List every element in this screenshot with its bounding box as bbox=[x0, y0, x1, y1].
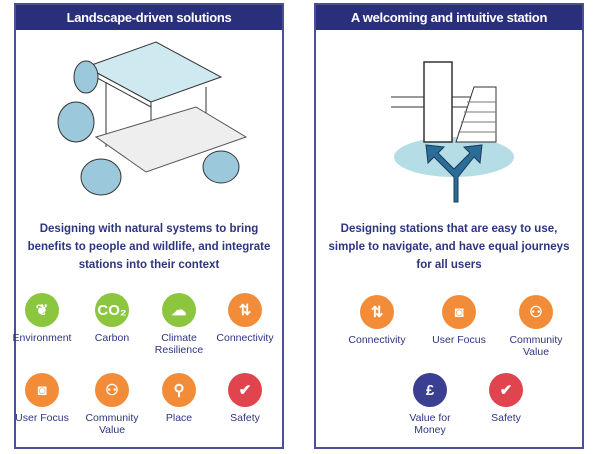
value-label: Carbon bbox=[94, 332, 130, 344]
panel-description: Designing stations that are easy to use,… bbox=[328, 223, 570, 271]
icon-glyph: ⚲ bbox=[173, 382, 185, 399]
pound-icon: £ bbox=[413, 373, 447, 407]
cloud-rain-icon: ☁ bbox=[162, 293, 196, 327]
icon-glyph: ◙ bbox=[37, 381, 47, 399]
station-stairs-illustration bbox=[391, 61, 514, 203]
value-label: User Focus bbox=[15, 412, 69, 424]
value-item-carbon: CO₂ Carbon bbox=[77, 293, 147, 344]
icon-glyph: ◙ bbox=[454, 303, 464, 321]
icon-glyph: £ bbox=[425, 381, 435, 399]
icon-glyph: ✔ bbox=[499, 382, 513, 399]
value-item-environment: ❦ Environment bbox=[7, 293, 77, 344]
icon-glyph: ⚇ bbox=[105, 382, 119, 399]
value-item-safety: ✔ Safety bbox=[210, 373, 280, 424]
panel-title: Landscape-driven solutions bbox=[16, 5, 282, 30]
user-frame-icon: ◙ bbox=[442, 295, 476, 329]
shield-check-icon: ✔ bbox=[489, 373, 523, 407]
value-item-connectivity: ⇅ Connectivity bbox=[342, 295, 412, 346]
train-arrows-icon: ⇅ bbox=[360, 295, 394, 329]
value-item-value-for-money: £ Value for Money bbox=[395, 373, 465, 436]
value-item-place: ⚲ Place bbox=[144, 373, 214, 424]
value-item-climate-resilience: ☁ Climate Resilience bbox=[144, 293, 214, 356]
value-item-community-value: ⚇ Community Value bbox=[77, 373, 147, 436]
value-label: Climate Resilience bbox=[154, 332, 204, 356]
landscape-panel: Landscape-driven solutions Designing wit… bbox=[14, 3, 284, 449]
icon-glyph: ❦ bbox=[35, 302, 49, 319]
panel-title: A welcoming and intuitive station bbox=[316, 5, 582, 30]
value-label: Place bbox=[165, 412, 193, 424]
station-panel: A welcoming and intuitive station Design… bbox=[314, 3, 584, 449]
value-label: Community Value bbox=[509, 334, 563, 358]
community-icon: ⚇ bbox=[95, 373, 129, 407]
value-label: Connectivity bbox=[216, 332, 274, 344]
value-label: User Focus bbox=[432, 334, 486, 346]
value-item-safety: ✔ Safety bbox=[471, 373, 541, 424]
panel-description: Designing with natural systems to bring … bbox=[27, 223, 271, 271]
value-item-user-focus: ◙ User Focus bbox=[7, 373, 77, 424]
value-item-connectivity: ⇅ Connectivity bbox=[210, 293, 280, 344]
icon-glyph: ✔ bbox=[238, 382, 252, 399]
user-frame-icon: ◙ bbox=[25, 373, 59, 407]
icon-glyph: ⇅ bbox=[370, 304, 384, 321]
train-arrows-icon: ⇅ bbox=[228, 293, 262, 327]
co2-icon: CO₂ bbox=[95, 293, 129, 327]
value-item-user-focus: ◙ User Focus bbox=[424, 295, 494, 346]
icon-glyph: ☁ bbox=[171, 302, 187, 319]
value-label: Value for Money bbox=[409, 412, 451, 436]
icon-glyph: ⚇ bbox=[529, 304, 543, 321]
value-label: Environment bbox=[12, 332, 72, 344]
shield-check-icon: ✔ bbox=[228, 373, 262, 407]
community-icon: ⚇ bbox=[519, 295, 553, 329]
value-label: Safety bbox=[491, 412, 521, 424]
value-label: Community Value bbox=[85, 412, 139, 436]
icon-glyph: ⇅ bbox=[238, 302, 252, 319]
landscape-station-illustration bbox=[57, 41, 248, 196]
value-item-community-value: ⚇ Community Value bbox=[501, 295, 571, 358]
leaf-hand-icon: ❦ bbox=[25, 293, 59, 327]
map-pin-icon: ⚲ bbox=[162, 373, 196, 407]
value-label: Safety bbox=[230, 412, 260, 424]
value-label: Connectivity bbox=[348, 334, 406, 346]
icon-glyph: CO₂ bbox=[97, 301, 127, 319]
